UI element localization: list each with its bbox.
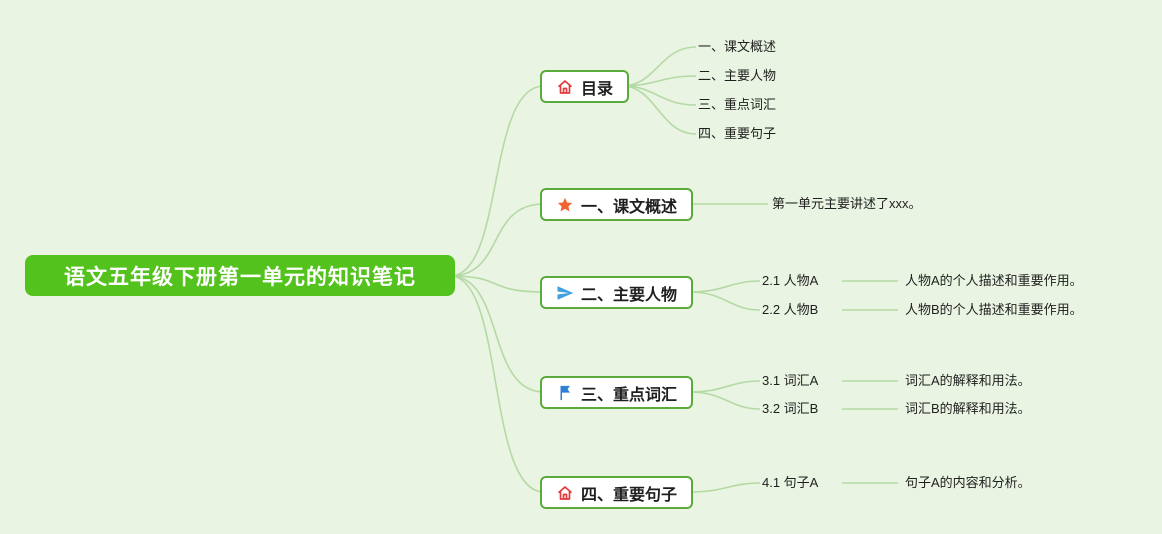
subtopic-note[interactable]: 人物B的个人描述和重要作用。 <box>905 302 1083 317</box>
subtopic-label[interactable]: 2.2 人物B <box>762 302 819 317</box>
home-icon <box>556 484 574 502</box>
connector-line <box>449 203 545 277</box>
connector-line <box>449 275 545 293</box>
connector-line <box>689 391 761 410</box>
paper-plane-icon <box>556 284 574 302</box>
star-icon-path <box>557 197 573 211</box>
home-icon-path <box>558 79 572 94</box>
connector-line <box>689 280 761 293</box>
subtopic-note[interactable]: 人物A的个人描述和重要作用。 <box>905 273 1083 288</box>
toc-item[interactable]: 四、重要句子 <box>698 126 777 141</box>
connector-line <box>689 482 761 493</box>
connector-line <box>449 85 545 277</box>
node-label: 四、重要句子 <box>581 486 678 504</box>
home-icon <box>556 78 574 96</box>
subtopic-label[interactable]: 3.1 词汇A <box>762 373 819 388</box>
node-label: 目录 <box>581 80 614 98</box>
node-overview[interactable]: 一、课文概述 <box>540 188 694 221</box>
subtopic-note[interactable]: 词汇A的解释和用法。 <box>905 373 1031 388</box>
node-label: 三、重点词汇 <box>581 386 678 404</box>
root-topic[interactable]: 语文五年级下册第一单元的知识笔记 <box>25 255 455 296</box>
connector-line <box>621 46 697 87</box>
connector-line <box>689 291 761 311</box>
subtopic-note[interactable]: 句子A的内容和分析。 <box>905 475 1031 490</box>
connector-line <box>621 85 697 135</box>
connector-group <box>449 46 898 493</box>
home-icon-path <box>558 485 572 500</box>
star-icon <box>556 196 574 214</box>
paper-plane-icon-path <box>557 285 574 300</box>
root-label: 语文五年级下册第一单元的知识笔记 <box>64 265 416 289</box>
toc-item[interactable]: 三、重点词汇 <box>698 97 777 112</box>
flag-icon <box>556 384 574 402</box>
subtopic-label[interactable]: 2.1 人物A <box>762 273 819 288</box>
node-characters[interactable]: 二、主要人物 <box>540 276 694 309</box>
flag-icon-path <box>560 385 570 400</box>
subtopic-label[interactable]: 4.1 句子A <box>762 475 819 490</box>
connector-line <box>689 380 761 393</box>
subtopic-label[interactable]: 3.2 词汇B <box>762 401 819 416</box>
node-toc[interactable]: 目录 <box>540 70 630 103</box>
node-label: 二、主要人物 <box>581 286 678 304</box>
node-label: 一、课文概述 <box>581 198 678 216</box>
node-sentences[interactable]: 四、重要句子 <box>540 476 694 509</box>
connector-line <box>621 85 697 106</box>
connector-line <box>449 275 545 493</box>
toc-item[interactable]: 一、课文概述 <box>698 39 777 54</box>
connector-line <box>449 275 545 393</box>
toc-item[interactable]: 二、主要人物 <box>698 68 777 83</box>
node-vocabulary[interactable]: 三、重点词汇 <box>540 376 694 409</box>
topic-note[interactable]: 第一单元主要讲述了xxx。 <box>772 196 922 211</box>
subtopic-note[interactable]: 词汇B的解释和用法。 <box>905 401 1031 416</box>
